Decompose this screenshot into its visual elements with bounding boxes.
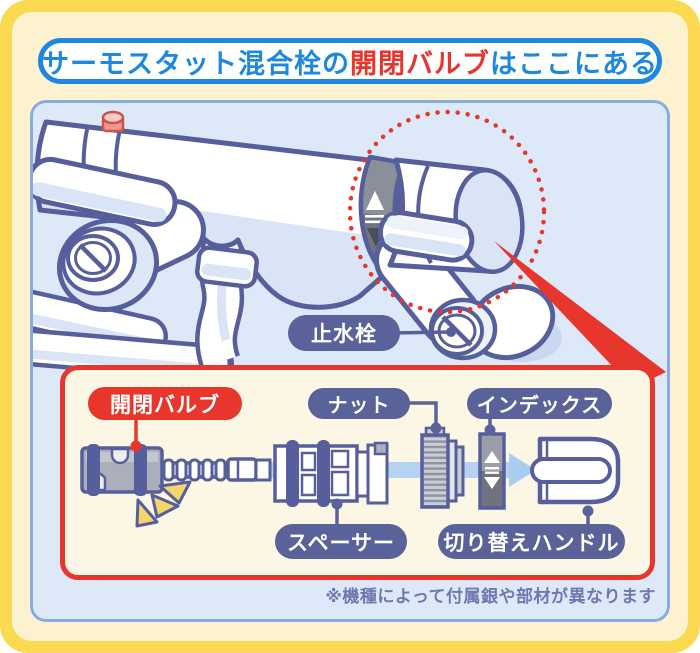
title-prefix: サーモスタット混合栓の — [42, 48, 350, 79]
right-leg — [374, 229, 562, 362]
left-screw-icon — [78, 243, 108, 273]
up-arrow-icon — [366, 191, 384, 210]
spacer-label: スペーサー — [275, 524, 407, 559]
handle-label: 切り替えハンドル — [438, 524, 625, 559]
title-suffix: はここにある — [490, 48, 658, 79]
index-label: インデックス — [467, 388, 612, 419]
down-pipe — [195, 202, 245, 369]
wall-pipes — [30, 289, 234, 382]
note-text: ※機種によって付属銀や部材が異なります — [325, 587, 656, 606]
stop-valve-label: 止水栓 — [288, 315, 400, 351]
pipe-collar — [195, 245, 259, 289]
nut-label: ナット — [308, 388, 410, 419]
left-leg — [56, 199, 206, 313]
illustration-panel: 止水栓 開閉バルブ ナット インデックス スペーサー 切り替えハンドル ※機種に… — [30, 100, 670, 622]
valve-cap-drum — [387, 157, 525, 275]
title-highlight: 開閉バルブ — [350, 48, 490, 79]
faucet-body — [34, 119, 405, 310]
right-handle — [377, 210, 475, 263]
temp-indicator-band — [358, 154, 412, 271]
title-banner: サーモスタット混合栓の開閉バルブはここにある — [38, 38, 662, 84]
highlight-circle — [347, 109, 547, 315]
red-cap — [101, 110, 125, 133]
valve-label: 開閉バルブ — [88, 387, 242, 420]
left-handle — [30, 156, 178, 227]
down-arrow-icon — [367, 228, 385, 247]
stop-valve-screw — [430, 306, 484, 356]
